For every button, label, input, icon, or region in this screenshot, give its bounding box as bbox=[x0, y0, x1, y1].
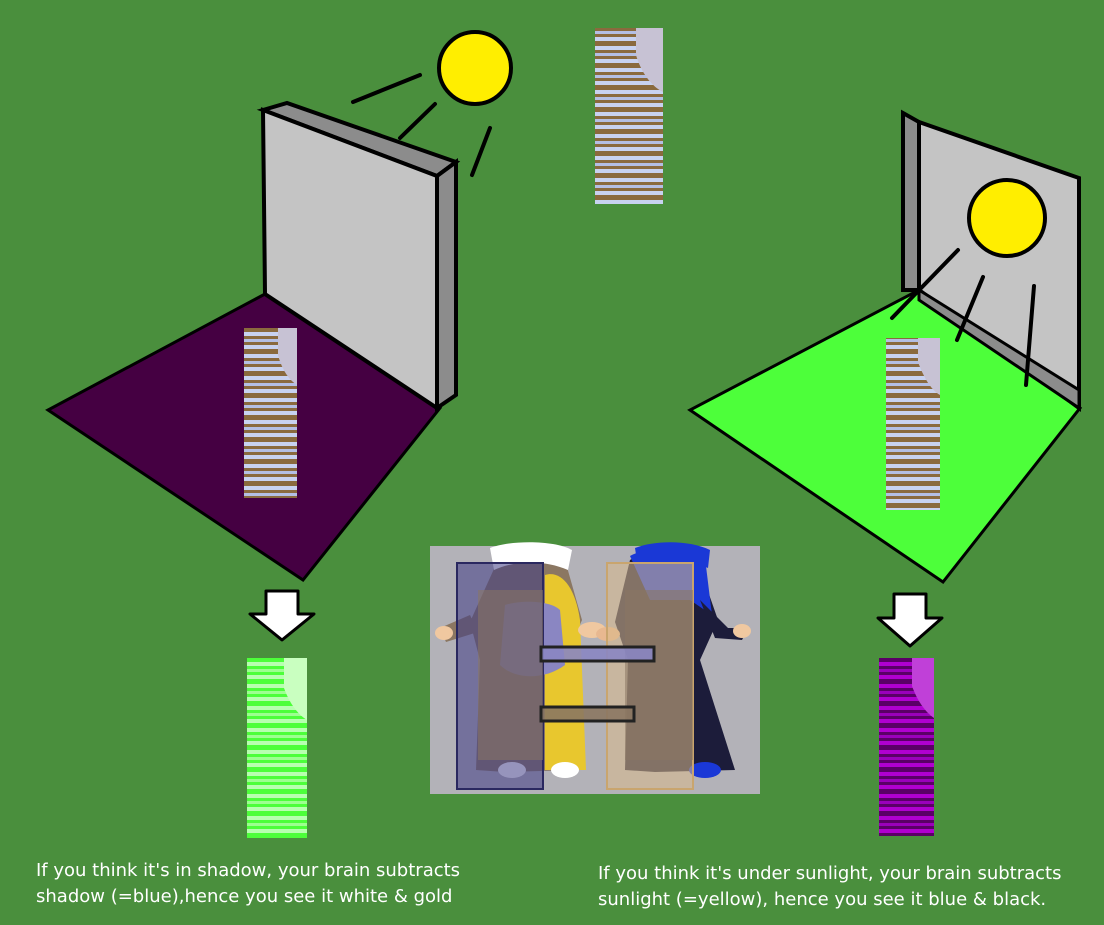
sunlit-wall-bottom-edge bbox=[917, 287, 1081, 411]
shadow-caption-line-1: If you think it's in shadow, your brain … bbox=[36, 860, 461, 881]
sunlight-scene bbox=[687, 109, 1083, 836]
down-arrow-icon bbox=[876, 592, 944, 648]
left-dress-overlay bbox=[478, 590, 543, 760]
sunlit-wall-side-edge bbox=[901, 109, 921, 292]
sun-icon bbox=[967, 178, 1047, 258]
sunlight-explanation-caption: If you think it's under sunlight, your b… bbox=[598, 861, 1061, 913]
shadow-wall-side-edge bbox=[435, 158, 458, 412]
original-dress-photo bbox=[595, 28, 663, 204]
sunlight-caption-line-2: sunlight (=yellow), hence you see it blu… bbox=[598, 889, 1047, 910]
shadow-caption-line-2: shadow (=blue),hence you see it white & … bbox=[36, 886, 453, 907]
shadow-wall-face bbox=[260, 107, 439, 412]
sun-icon bbox=[437, 30, 513, 106]
maid-comparison-panel bbox=[430, 542, 760, 794]
sun-rays bbox=[890, 248, 1036, 387]
dress-result-white-gold bbox=[247, 658, 307, 838]
dress-photo-in-shadow bbox=[244, 328, 297, 498]
down-arrow-icon bbox=[248, 589, 316, 642]
shadow-explanation-caption: If you think it's in shadow, your brain … bbox=[36, 858, 460, 910]
shadow-scene bbox=[45, 30, 513, 838]
dress-result-blue-black bbox=[879, 658, 934, 836]
sun-rays bbox=[351, 73, 492, 177]
dress-photo-in-sunlight bbox=[886, 338, 940, 510]
equals-sign-icon bbox=[539, 645, 656, 723]
sunlight-caption-line-1: If you think it's under sunlight, your b… bbox=[598, 863, 1062, 884]
right-dress-overlay bbox=[625, 590, 693, 760]
